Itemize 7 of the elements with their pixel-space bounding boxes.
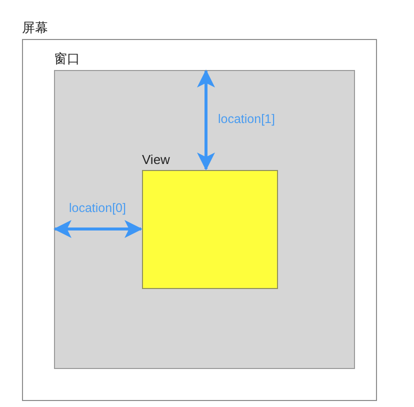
- edge-label: location[0]: [69, 201, 126, 216]
- double-arrow: [197, 70, 215, 170]
- view-label: View: [142, 152, 170, 168]
- window-label: 窗口: [54, 52, 80, 68]
- screen-label: 屏幕: [22, 21, 48, 37]
- edge-label: location[1]: [218, 112, 275, 127]
- double-arrow: [54, 220, 142, 238]
